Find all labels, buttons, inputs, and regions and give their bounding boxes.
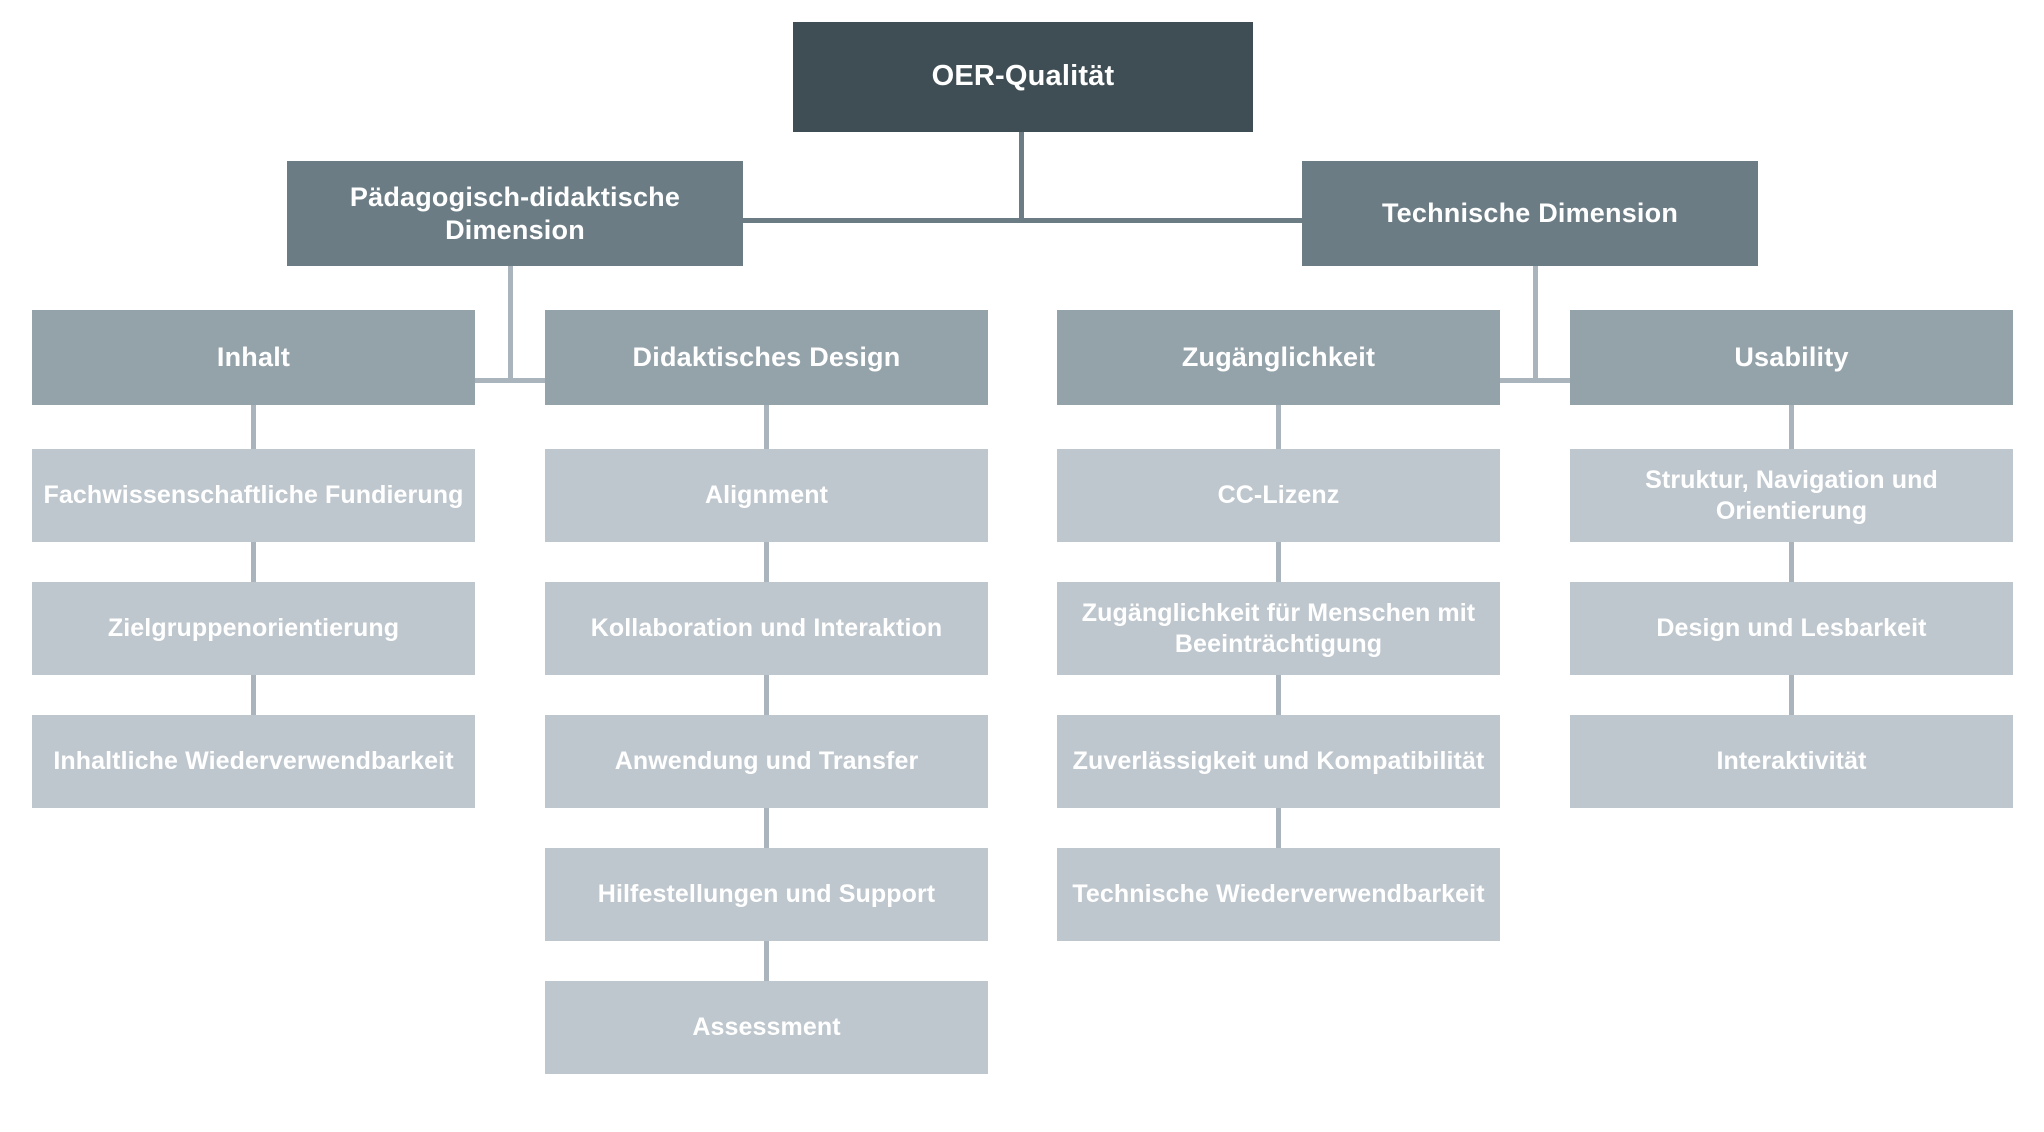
criterion-node-label: Hilfestellungen und Support [597, 880, 936, 909]
connector-col2-spine [764, 671, 769, 715]
connector-left-category-bar [475, 378, 580, 383]
criterion-node-label: Anwendung und Transfer [614, 747, 919, 776]
category-node-usability[interactable]: Usability [1570, 310, 2013, 405]
connector-col4-spine [1789, 671, 1794, 715]
criterion-node-label: Zuverlässigkeit und Kompatibilität [1072, 747, 1485, 776]
category-node-didaktisches-design[interactable]: Didaktisches Design [545, 310, 988, 405]
criterion-node[interactable]: Hilfestellungen und Support [545, 848, 988, 941]
dimension-node-technische[interactable]: Technische Dimension [1302, 161, 1758, 266]
connector-col2-spine [764, 804, 769, 848]
dimension-node-label: Pädagogisch-didaktische Dimension [349, 181, 681, 245]
criterion-node-label: Zielgruppenorientierung [107, 614, 400, 643]
criterion-node[interactable]: Zuverlässigkeit und Kompatibilität [1057, 715, 1500, 808]
criterion-node-label: CC-Lizenz [1217, 481, 1340, 510]
criterion-node-label: Kollaboration und Interaktion [590, 614, 943, 643]
connector-right-dimension-stem [1533, 266, 1538, 382]
criterion-node[interactable]: Zugänglichkeit für Menschen mit Beeinträ… [1057, 582, 1500, 675]
criterion-node[interactable]: Inhaltliche Wiederverwendbarkeit [32, 715, 475, 808]
connector-col3-spine [1276, 538, 1281, 582]
root-node-oer-qualitaet[interactable]: OER-Qualität [793, 22, 1253, 132]
connector-col1-spine [251, 538, 256, 582]
criterion-node[interactable]: Alignment [545, 449, 988, 542]
criterion-node[interactable]: Interaktivität [1570, 715, 2013, 808]
criterion-node-label: Struktur, Navigation und Orientierung [1645, 466, 1938, 525]
criterion-node[interactable]: Anwendung und Transfer [545, 715, 988, 808]
connector-col4-spine [1789, 405, 1794, 449]
connector-dimension-bar [736, 218, 1308, 223]
criterion-node-label: Interaktivität [1716, 747, 1867, 776]
connector-col1-spine [251, 405, 256, 449]
category-node-label: Usability [1734, 342, 1849, 373]
criterion-node[interactable]: CC-Lizenz [1057, 449, 1500, 542]
dimension-node-paedagogisch-didaktische[interactable]: Pädagogisch-didaktische Dimension [287, 161, 743, 266]
category-node-label: Zugänglichkeit [1181, 342, 1376, 373]
connector-col3-spine [1276, 405, 1281, 449]
criterion-node-label: Assessment [692, 1013, 841, 1042]
connector-col2-spine [764, 937, 769, 981]
connector-col2-spine [764, 538, 769, 582]
criterion-node[interactable]: Design und Lesbarkeit [1570, 582, 2013, 675]
connector-col1-spine [251, 671, 256, 715]
connector-left-dimension-stem [508, 266, 513, 382]
connector-root-stem [1019, 131, 1024, 221]
connector-col3-spine [1276, 671, 1281, 715]
criterion-node[interactable]: Kollaboration und Interaktion [545, 582, 988, 675]
criterion-node[interactable]: Struktur, Navigation und Orientierung [1570, 449, 2013, 542]
criterion-node-label: Design und Lesbarkeit [1656, 614, 1927, 643]
criterion-node-label: Inhaltliche Wiederverwendbarkeit [53, 747, 454, 776]
dimension-node-label: Technische Dimension [1381, 198, 1679, 229]
category-node-label: Inhalt [216, 342, 291, 373]
criterion-node[interactable]: Fachwissenschaftliche Fundierung [32, 449, 475, 542]
criterion-node[interactable]: Assessment [545, 981, 988, 1074]
connector-col2-spine [764, 405, 769, 449]
criterion-node-label: Fachwissenschaftliche Fundierung [43, 481, 464, 510]
connector-col3-spine [1276, 804, 1281, 848]
root-node-label: OER-Qualität [931, 60, 1115, 93]
criterion-node[interactable]: Zielgruppenorientierung [32, 582, 475, 675]
category-node-inhalt[interactable]: Inhalt [32, 310, 475, 405]
connector-col4-spine [1789, 538, 1794, 582]
criterion-node-label: Technische Wiederverwendbarkeit [1072, 880, 1485, 909]
criterion-node[interactable]: Technische Wiederverwendbarkeit [1057, 848, 1500, 941]
category-node-zugaenglichkeit[interactable]: Zugänglichkeit [1057, 310, 1500, 405]
connector-right-category-bar [1500, 378, 1605, 383]
category-node-label: Didaktisches Design [632, 342, 901, 373]
criterion-node-label: Zugänglichkeit für Menschen mit Beeinträ… [1081, 599, 1476, 658]
criterion-node-label: Alignment [704, 481, 829, 510]
